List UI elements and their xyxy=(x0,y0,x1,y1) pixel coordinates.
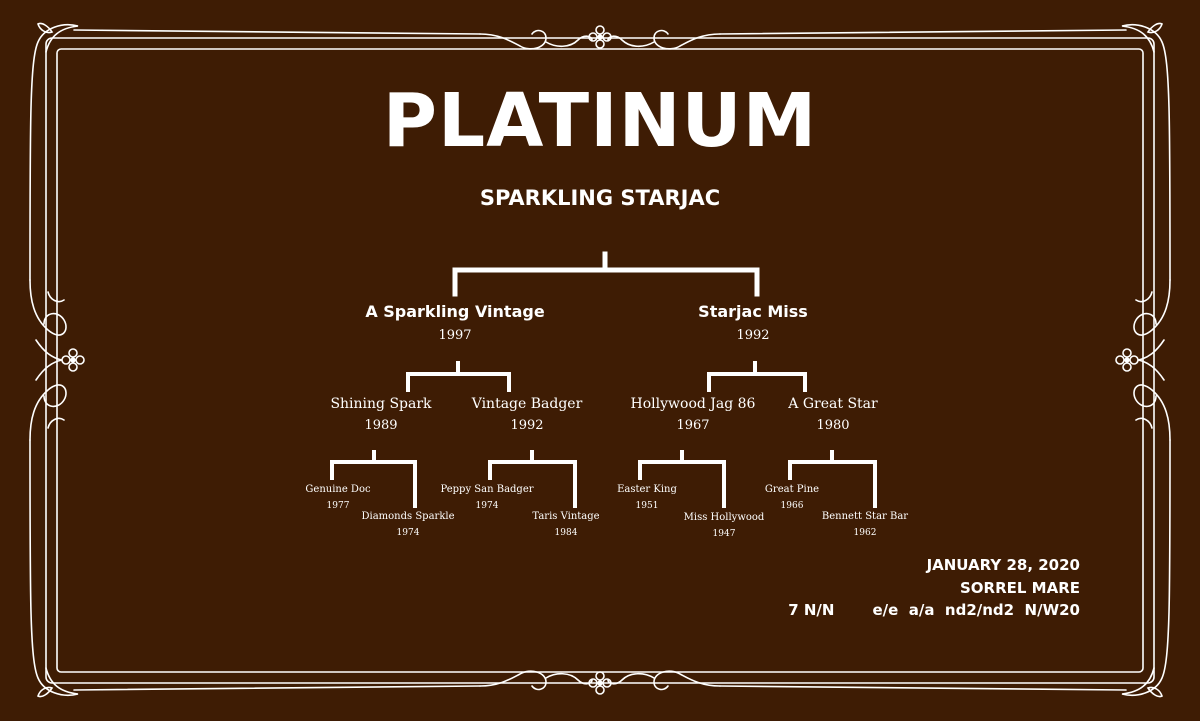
sire-name: A Sparkling Vintage xyxy=(365,302,545,321)
sire-sire-name: Shining Spark xyxy=(330,396,432,412)
dam-sire-name: Hollywood Jag 86 xyxy=(630,396,756,412)
dd-sire-name: Great Pine xyxy=(764,484,820,495)
sd-sire-name: Peppy San Badger xyxy=(440,484,534,495)
ds-sire-name: Easter King xyxy=(617,484,677,495)
sd-sire-year: 1974 xyxy=(475,501,499,511)
ss-sire-name: Genuine Doc xyxy=(305,484,371,495)
genetic-panel-results: e/e a/a nd2/nd2 N/W20 xyxy=(872,601,1080,619)
color-sex: SORREL MARE xyxy=(959,579,1080,597)
dd-dam-name: Bennett Star Bar xyxy=(821,511,909,522)
sire-dam-name: Vintage Badger xyxy=(471,396,583,412)
birth-date: JANUARY 28, 2020 xyxy=(926,556,1080,574)
sd-dam-name: Taris Vintage xyxy=(532,511,600,522)
genetic-panel: 7 N/N e/e a/a nd2/nd2 N/W20 xyxy=(788,601,1080,619)
sire-sire-year: 1989 xyxy=(364,418,398,433)
sire-year: 1997 xyxy=(438,328,472,343)
horse-name: SPARKLING STARJAC xyxy=(479,186,721,210)
certificate-title: PLATINUM xyxy=(382,78,818,164)
ds-dam-name: Miss Hollywood xyxy=(683,512,765,523)
dam-dam-name: A Great Star xyxy=(788,396,878,412)
ss-sire-year: 1977 xyxy=(326,501,350,511)
ss-dam-year: 1974 xyxy=(396,528,420,538)
ds-dam-year: 1947 xyxy=(712,529,736,539)
dd-dam-year: 1962 xyxy=(853,528,877,538)
dd-sire-year: 1966 xyxy=(780,501,804,511)
ds-sire-year: 1951 xyxy=(635,501,659,511)
sire-dam-year: 1992 xyxy=(510,418,544,433)
dam-name: Starjac Miss xyxy=(698,302,808,321)
dam-year: 1992 xyxy=(736,328,770,343)
ss-dam-name: Diamonds Sparkle xyxy=(361,511,455,522)
dam-sire-year: 1967 xyxy=(676,418,710,433)
genetic-panel-count: 7 N/N xyxy=(788,601,835,619)
sd-dam-year: 1984 xyxy=(554,528,578,538)
dam-dam-year: 1980 xyxy=(816,418,850,433)
